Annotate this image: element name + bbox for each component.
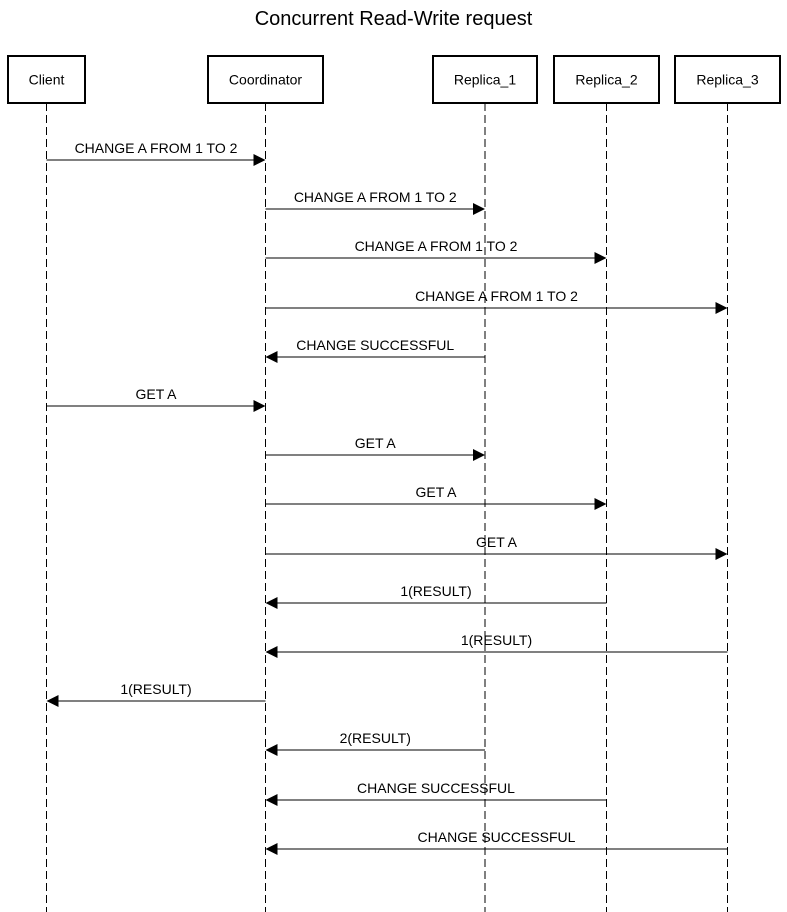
participant-box-client [7,55,86,104]
message-label: CHANGE A FROM 1 TO 2 [355,238,518,254]
arrowhead-icon [253,154,266,166]
message-label: GET A [136,386,178,402]
arrowhead-icon [265,744,278,756]
diagram-title: Concurrent Read-Write request [254,8,533,30]
arrowhead-icon [473,449,485,461]
message-label: GET A [416,484,458,500]
arrowhead-icon [473,203,485,215]
message-label: CHANGE A FROM 1 TO 2 [294,189,457,205]
message-label: 1(RESULT) [461,632,532,648]
participant-label-replica_3: Replica_3 [696,72,758,88]
arrowhead-icon [265,794,278,806]
arrowhead-icon [265,597,278,609]
participant-box-replica_3 [674,55,781,104]
message-label: CHANGE A FROM 1 TO 2 [415,288,578,304]
arrowhead-icon [265,843,278,855]
participant-box-coordinator [207,55,324,104]
arrowhead-icon [253,400,266,412]
arrowhead-icon [715,302,728,314]
participant-label-replica_1: Replica_1 [454,72,516,88]
message-label: 1(RESULT) [400,583,471,599]
participant-label-client: Client [29,72,65,88]
arrowhead-icon [715,548,728,560]
arrowhead-icon [594,252,607,264]
participant-box-replica_1 [432,55,538,104]
message-label: GET A [355,435,397,451]
arrowhead-icon [594,498,607,510]
message-label: CHANGE SUCCESSFUL [418,829,576,845]
message-label: CHANGE A FROM 1 TO 2 [75,140,238,156]
message-label: 2(RESULT) [340,730,411,746]
arrowhead-icon [46,695,59,707]
participant-label-replica_2: Replica_2 [575,72,637,88]
arrowhead-icon [265,646,278,658]
participant-label-coordinator: Coordinator [229,72,302,88]
message-label: 1(RESULT) [120,681,191,697]
arrowhead-icon [265,351,278,363]
participant-box-replica_2 [553,55,660,104]
message-label: CHANGE SUCCESSFUL [357,780,515,796]
message-label: GET A [476,534,518,550]
message-label: CHANGE SUCCESSFUL [296,337,454,353]
